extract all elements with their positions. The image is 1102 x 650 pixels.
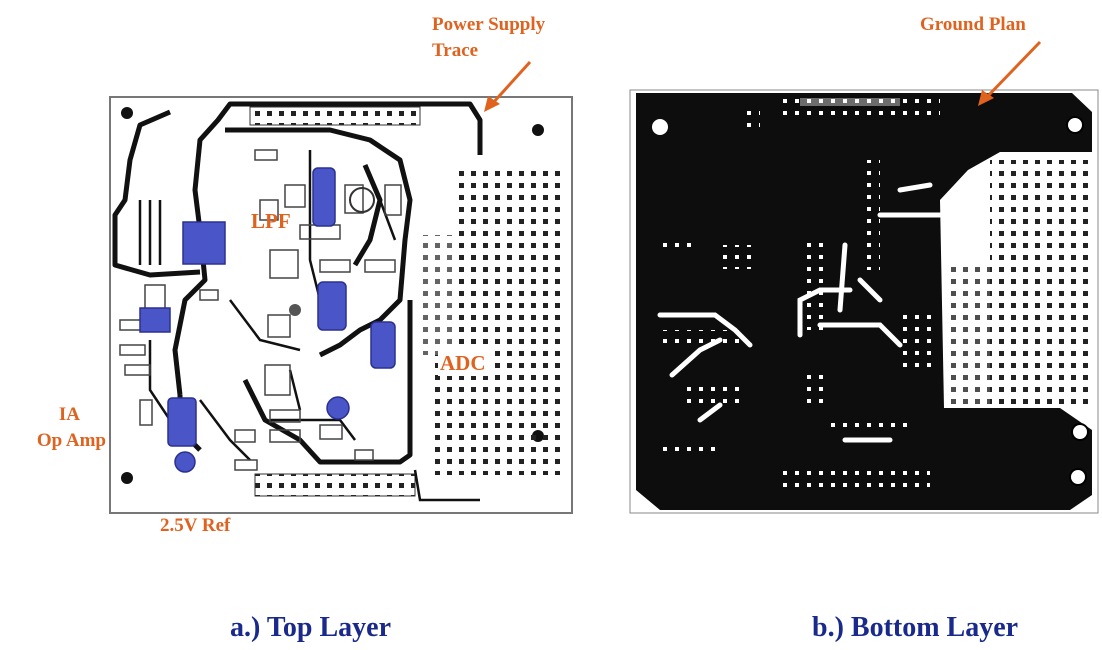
ia-opamp bbox=[167, 397, 197, 447]
ia-component bbox=[182, 221, 226, 265]
ia-line2: Op Amp bbox=[36, 430, 106, 451]
cap-component bbox=[326, 396, 350, 420]
lpf-label: LPF bbox=[251, 209, 291, 233]
pad-row bbox=[780, 470, 930, 492]
power-supply-label: Power Supply Trace bbox=[432, 12, 545, 64]
lpf-opamp-2 bbox=[317, 281, 347, 331]
highlighted-components bbox=[139, 167, 396, 473]
pad-row bbox=[780, 98, 940, 122]
top-layer-caption: a.) Top Layer bbox=[230, 612, 392, 643]
bottom-layer-board bbox=[629, 89, 1099, 514]
ground-plane bbox=[636, 93, 1092, 510]
ia-input-block bbox=[139, 307, 171, 333]
ia-line1: IA bbox=[58, 404, 80, 425]
ref-label: 2.5V Ref bbox=[160, 515, 231, 536]
mounting-hole bbox=[532, 124, 544, 136]
ia-op-amp-label: IA Op Amp bbox=[20, 402, 106, 454]
ground-plan-arrow bbox=[984, 40, 1042, 100]
bottom-header bbox=[254, 473, 416, 497]
bottom-proto-grid bbox=[990, 160, 1090, 406]
power-supply-arrow bbox=[490, 60, 532, 106]
power-supply-line1: Power Supply bbox=[432, 14, 546, 35]
mounting-hole bbox=[121, 107, 133, 119]
proto-grid bbox=[458, 165, 562, 355]
adc-label: ADC bbox=[438, 350, 488, 376]
bottom-traces bbox=[657, 182, 943, 443]
adc-chip bbox=[370, 321, 396, 369]
mounting-hole bbox=[121, 472, 133, 484]
ground-plan-label: Ground Plan bbox=[920, 14, 1026, 35]
power-supply-line2: Trace bbox=[432, 40, 479, 61]
lpf-opamp bbox=[312, 167, 336, 227]
callout-arrows bbox=[484, 40, 1042, 112]
top-layer-board bbox=[109, 96, 573, 514]
top-header bbox=[249, 106, 421, 126]
voltage-reference bbox=[174, 451, 196, 473]
bottom-layer-caption: b.) Bottom Layer bbox=[812, 612, 1019, 643]
signal-traces bbox=[138, 150, 480, 502]
